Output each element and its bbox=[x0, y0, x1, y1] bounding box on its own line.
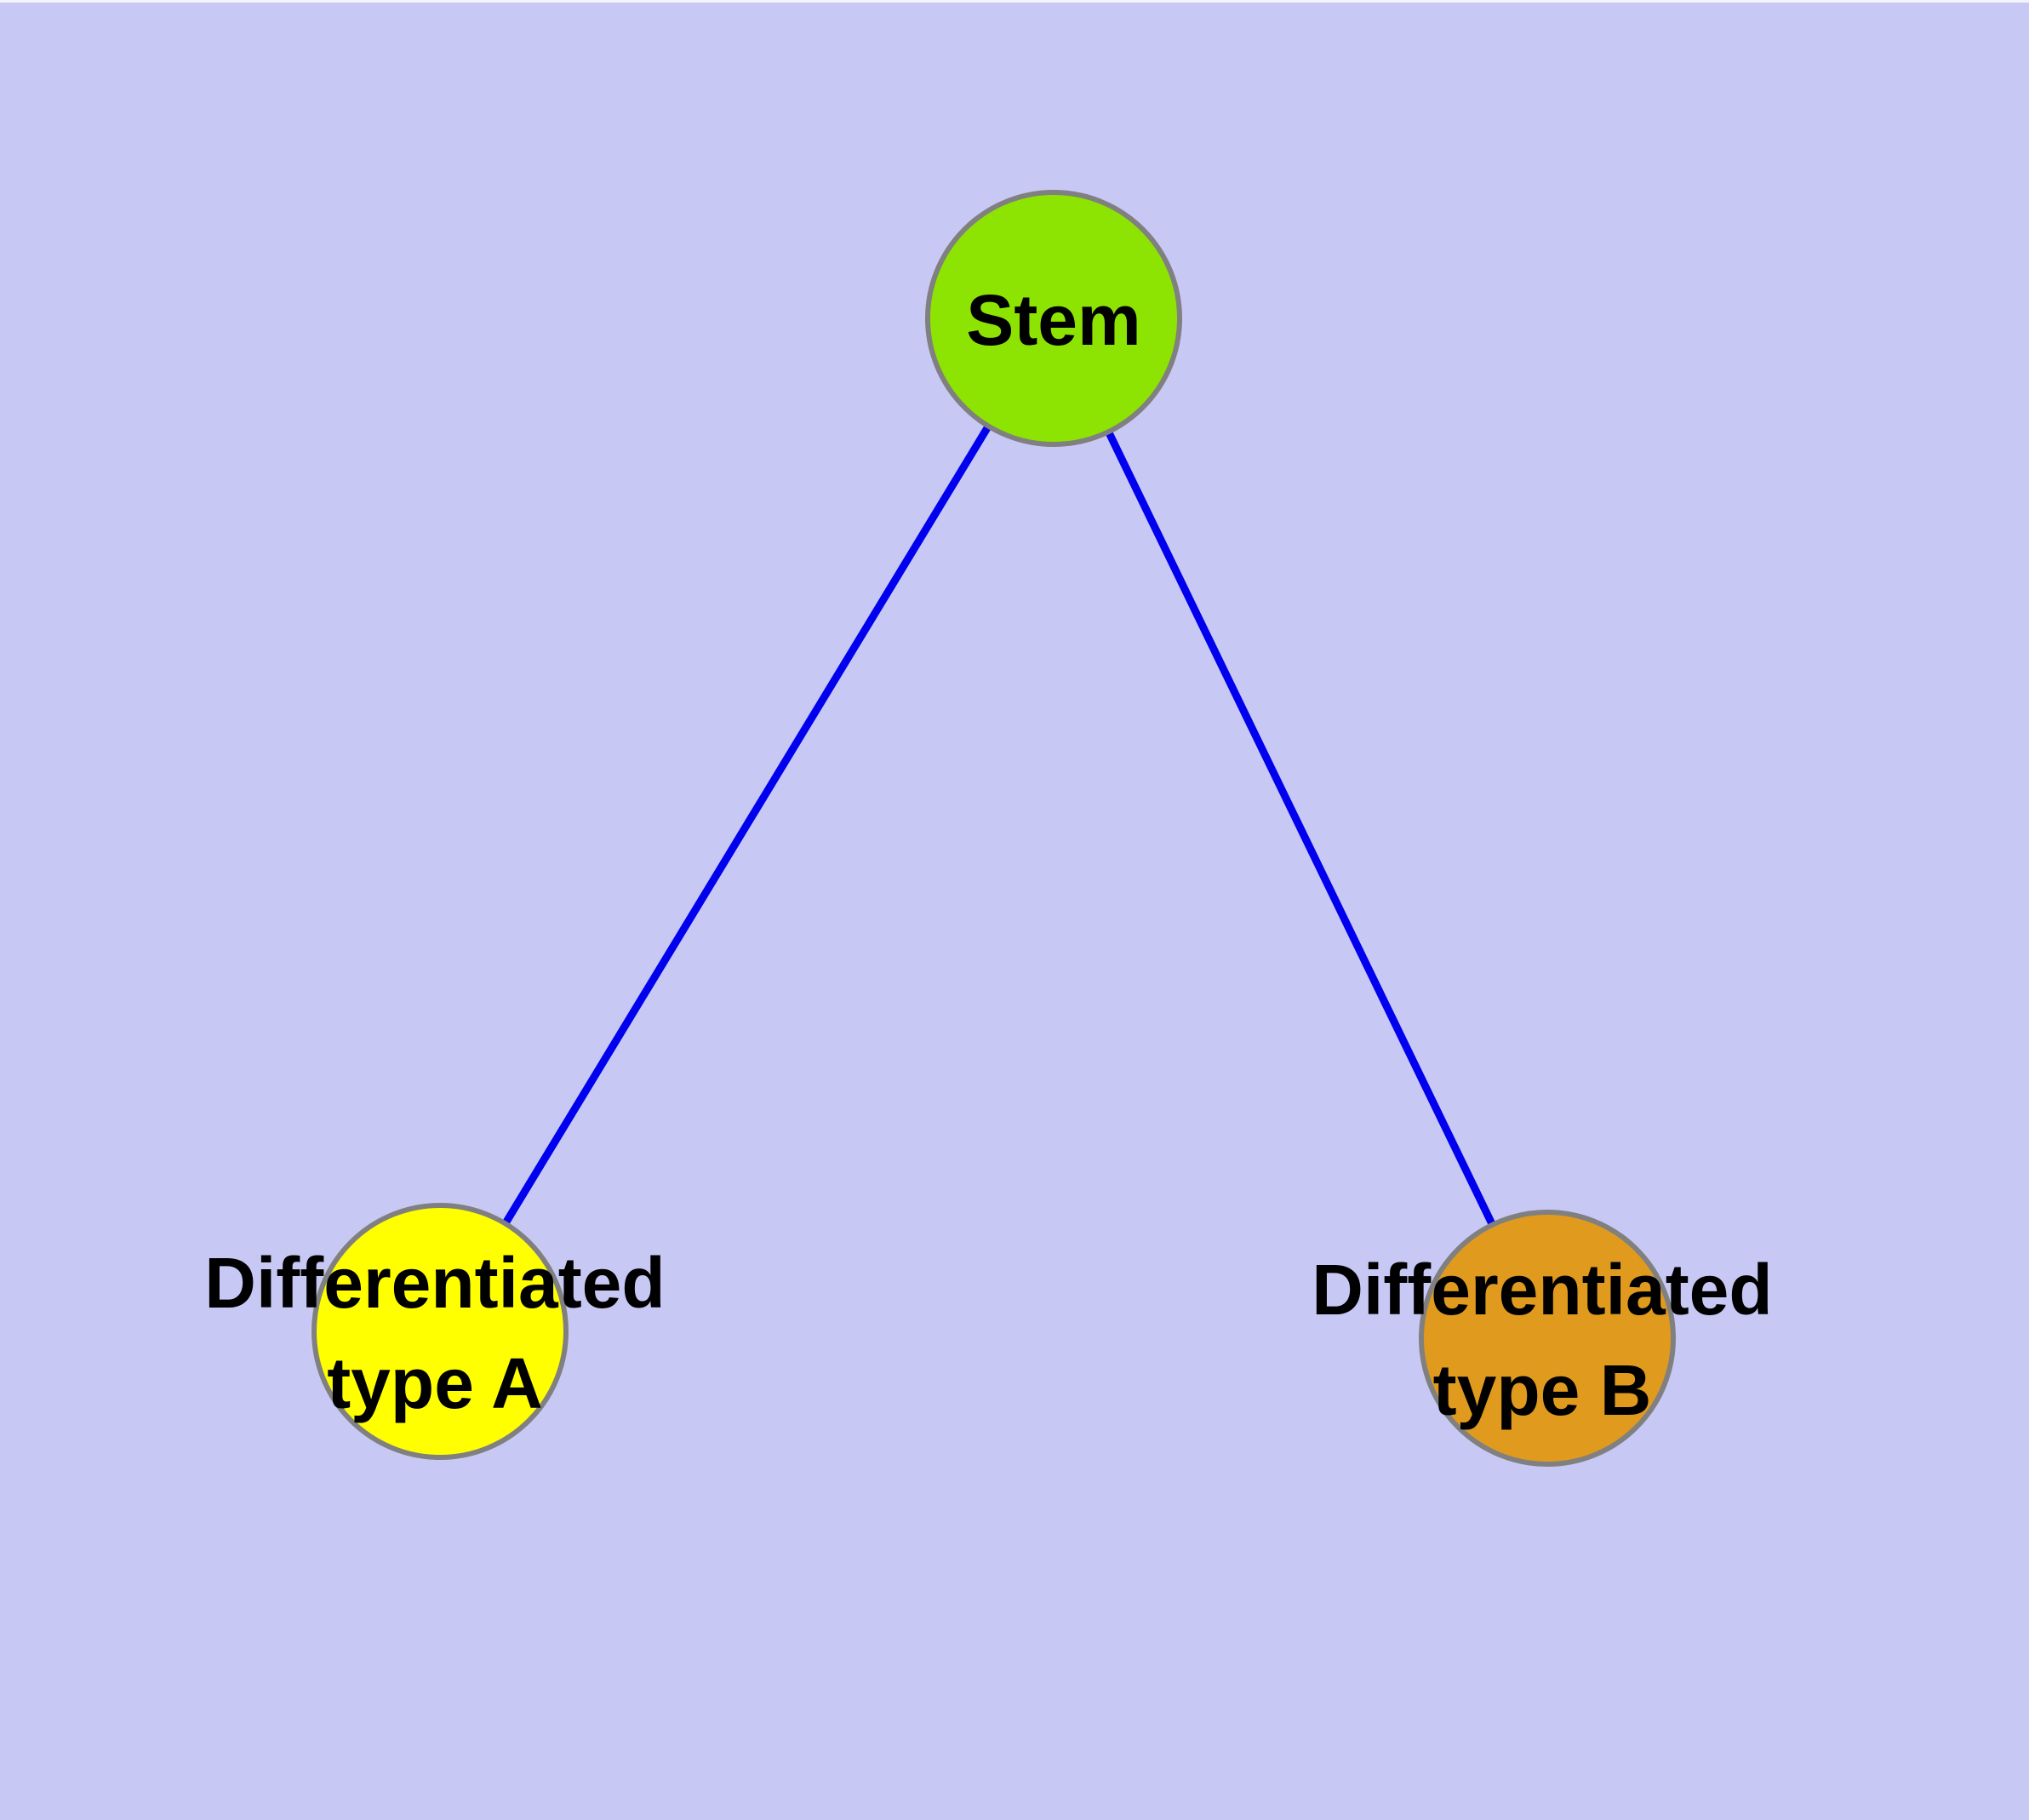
stem-node-label: Stem bbox=[966, 270, 1140, 370]
differentiated-type-b-node bbox=[1419, 1210, 1676, 1467]
type-a-label-line2: type A bbox=[327, 1343, 543, 1423]
top-edge-sliver bbox=[0, 0, 2029, 3]
type-b-label-line1: Differentiated bbox=[1312, 1250, 1773, 1330]
edge-stem-to-type-a bbox=[437, 316, 1057, 1334]
differentiated-type-a-label: Differentiated type A bbox=[204, 1233, 665, 1434]
edge-stem-to-type-b bbox=[1049, 317, 1552, 1340]
stem-node bbox=[925, 190, 1182, 447]
type-a-label-line1: Differentiated bbox=[204, 1243, 666, 1323]
differentiated-type-a-node bbox=[311, 1203, 569, 1460]
stem-label-text: Stem bbox=[966, 280, 1141, 360]
type-b-label-line2: type B bbox=[1432, 1350, 1652, 1430]
differentiated-type-b-label: Differentiated type B bbox=[1312, 1239, 1772, 1440]
